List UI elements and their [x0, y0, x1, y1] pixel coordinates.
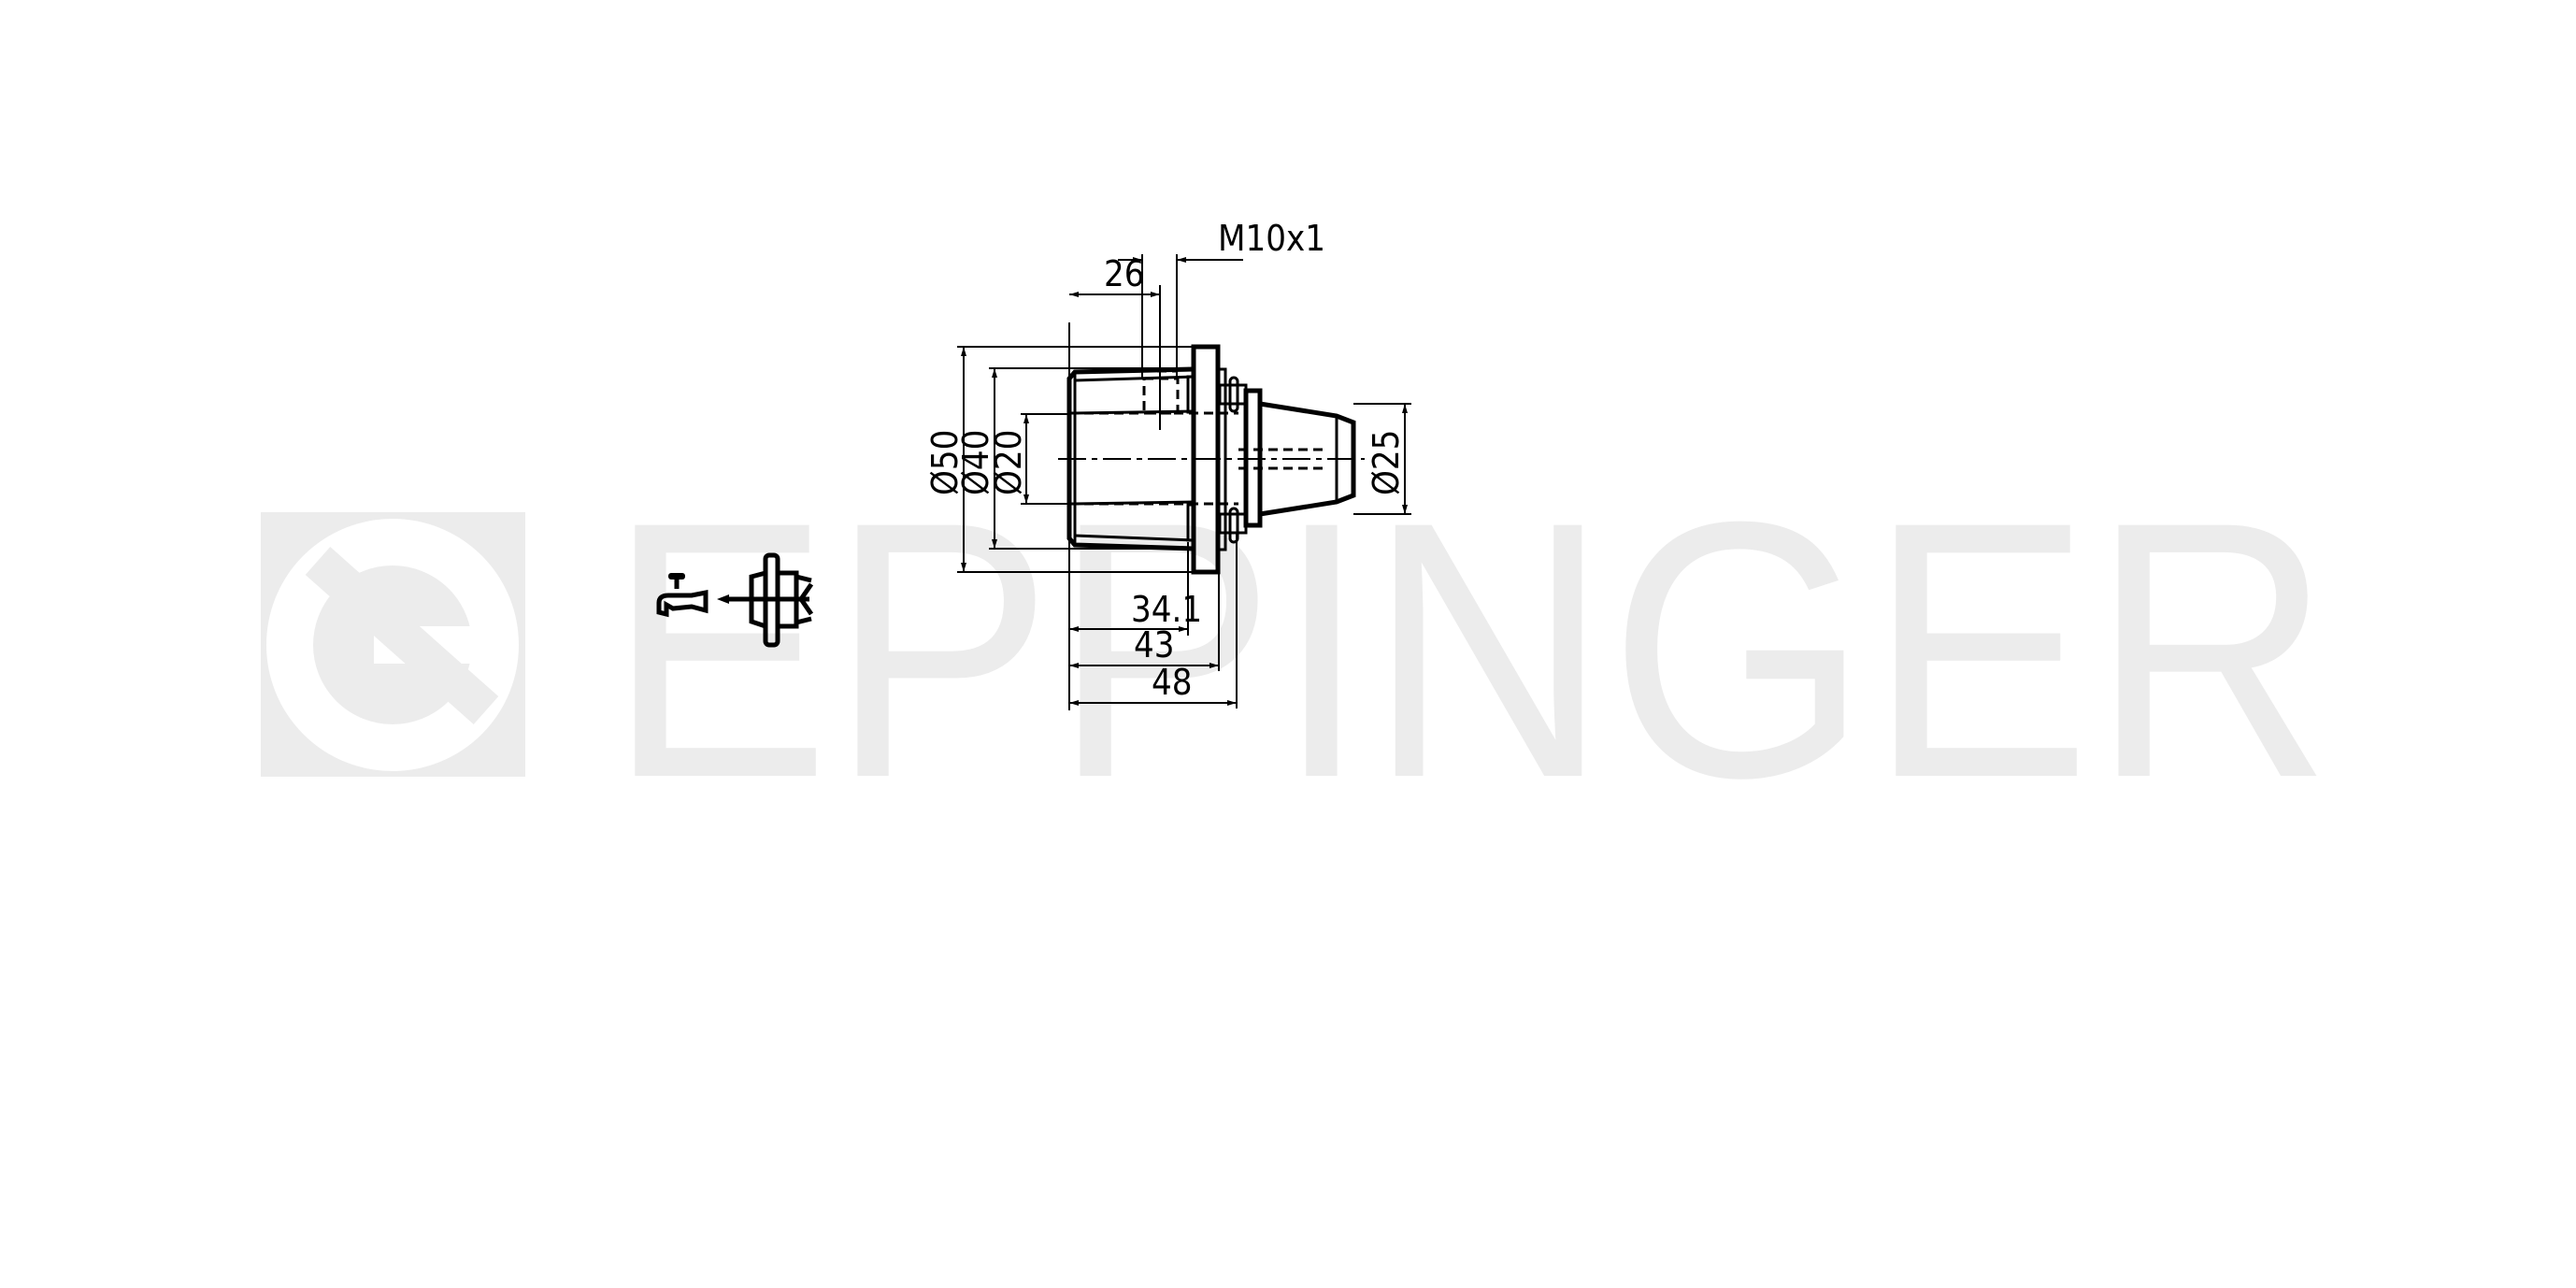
dim-dia50-label: Ø50: [924, 430, 966, 495]
tool-holder-icon: [745, 552, 814, 648]
dim-dia20-label: Ø20: [988, 430, 1029, 495]
part-outline: [1058, 344, 1365, 575]
dim-48-label: 48: [1152, 662, 1193, 703]
dim-thread-label: M10x1: [1218, 218, 1325, 259]
watermark: EPPINGER: [261, 446, 2332, 853]
dimensions: M10x1 26 34.1 43 48 Ø50 Ø40 Ø20 Ø25: [924, 218, 1411, 710]
dim-34-1-label: 34.1: [1131, 589, 1202, 630]
dim-dia25-label: Ø25: [1366, 430, 1407, 495]
watermark-brand: EPPINGER: [608, 446, 2332, 853]
coolant-tap-icon: [656, 573, 708, 618]
dim-dia40-label: Ø40: [955, 430, 996, 495]
dim-26-label: 26: [1104, 253, 1145, 294]
dim-43-label: 43: [1134, 624, 1175, 665]
